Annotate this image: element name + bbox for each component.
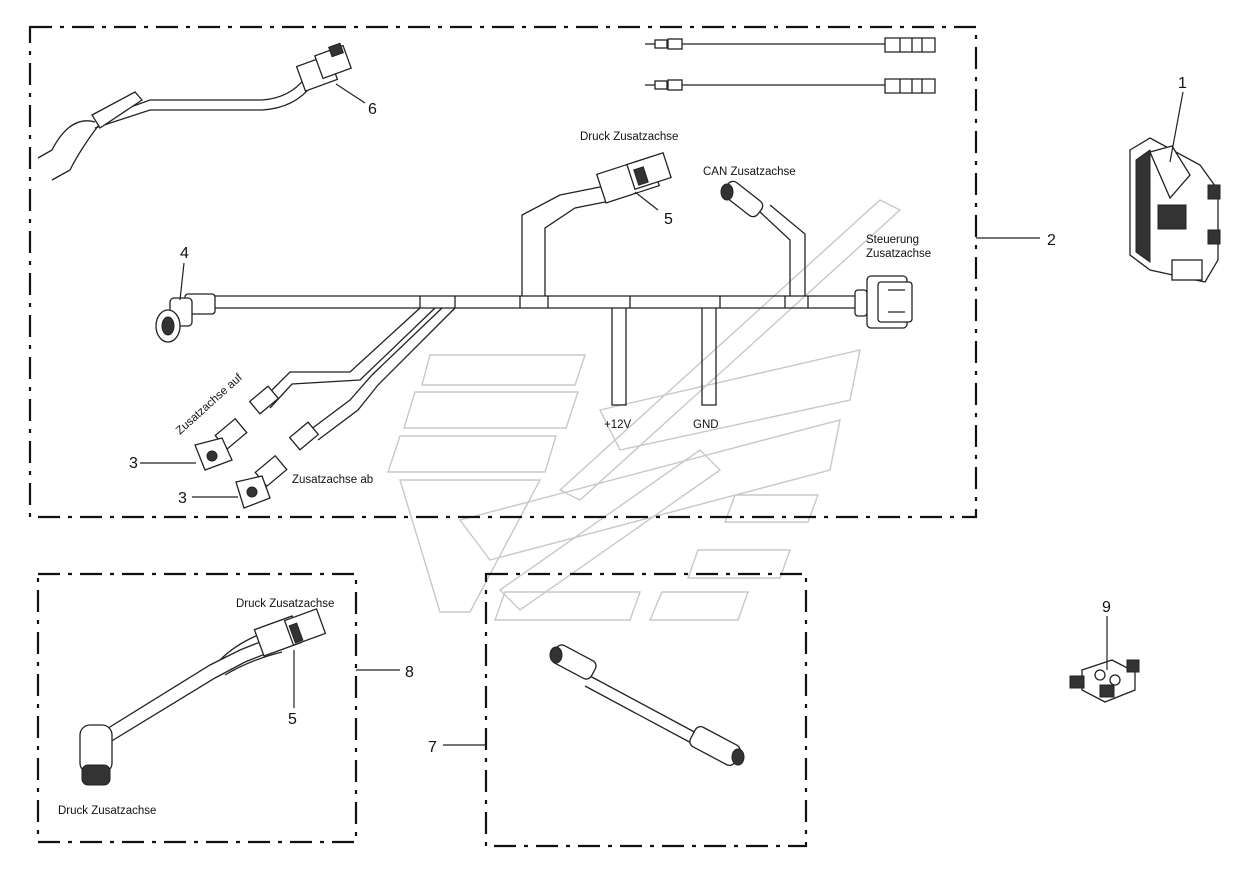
can-cable-7 [549,644,745,766]
connector-3-lower [235,421,320,509]
callout-5a: 5 [664,211,673,228]
main-harness-2 [215,184,860,441]
connector-3-upper [194,385,280,471]
callout-3b: 3 [178,490,187,507]
callout-9: 9 [1102,599,1111,616]
can-connector [720,180,764,218]
cable-assembly-6 [37,42,353,181]
callout-8: 8 [405,664,414,681]
jumper-wire-2 [645,78,936,94]
label-plus12v: +12V [604,419,632,431]
jumper-wire-1 [645,37,936,53]
distributor-9 [1069,659,1140,703]
label-steuerung-line1: Steuerung [866,234,919,246]
label-gnd: GND [693,419,719,431]
pressure-cable-8 [79,608,327,786]
watermark-logo [387,199,902,621]
callout-5b: 5 [288,711,297,728]
callout-6: 6 [368,101,377,118]
callout-2: 2 [1047,232,1056,249]
group-frame-2 [28,25,978,519]
callout-3a: 3 [129,455,138,472]
callout-4: 4 [180,245,189,262]
label-druck-zusatzachse-top: Druck Zusatzachse [580,131,678,143]
label-zusatzachse-ab: Zusatzachse ab [292,474,373,486]
label-can-zusatzachse: CAN Zusatzachse [703,166,796,178]
group-frame-8 [36,572,358,844]
control-unit-1 [1129,137,1221,283]
callout-7: 7 [428,739,437,756]
label-steuerung-line2: Zusatzachse [866,248,931,260]
group-frame-7 [484,572,808,848]
callout-1: 1 [1178,75,1187,92]
label-druck-zusatzachse-box8-bottom: Druck Zusatzachse [58,805,156,817]
leader-lines [140,83,1184,746]
connector-5 [595,151,672,204]
connector-4 [155,293,216,343]
steuerung-connector [854,275,913,329]
label-druck-zusatzachse-box8-top: Druck Zusatzachse [236,598,334,610]
